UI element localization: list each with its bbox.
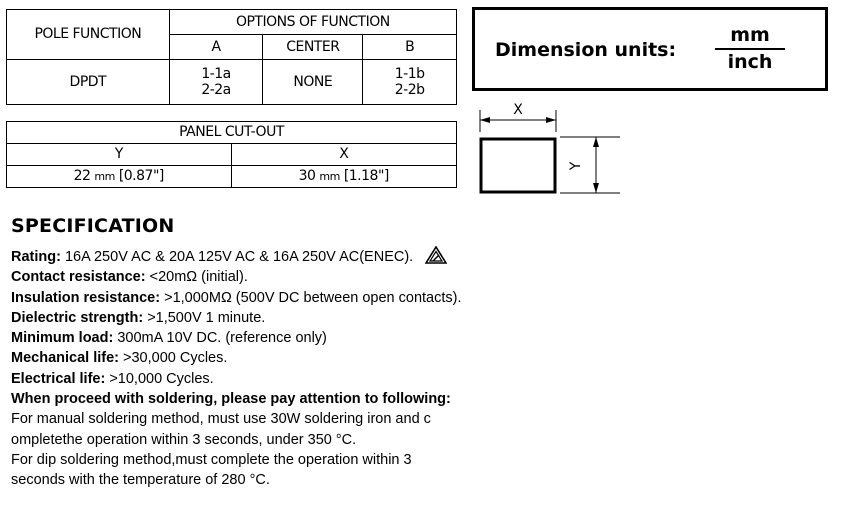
option-b-header: B [362, 34, 457, 60]
option-center-value: NONE [262, 59, 364, 105]
spec-soldering-heading-text: When proceed with soldering, please pay … [11, 391, 451, 408]
option-center-header: CENTER [262, 34, 364, 60]
cutout-x-inch: [1.18"] [343, 168, 390, 185]
fraction-line [715, 48, 785, 50]
panel-cutout-drawing: X Y [479, 102, 620, 194]
spec-rating-label: Rating: [11, 249, 61, 265]
y-arrow-top-icon [593, 137, 599, 147]
spec-dip-line-1: For dip soldering method,must complete t… [11, 451, 412, 468]
spec-mechanical-value: >30,000 Cycles. [123, 350, 228, 367]
x-arrow-left-icon [480, 117, 490, 123]
cutout-y-number: 22 [73, 168, 91, 185]
enec-warning-icon [425, 246, 448, 264]
spec-contact-resistance: Contact resistance: <20mΩ (initial). [11, 267, 836, 287]
cutout-x-header: X [230, 143, 457, 166]
spec-insulation-label: Insulation resistance: [11, 289, 161, 306]
option-a-header: A [168, 34, 264, 60]
option-a-line-1: 1-1a [201, 65, 231, 82]
spec-dielectric-strength: Dielectric strength: >1,500V 1 minute. [11, 308, 836, 328]
spec-insulation-resistance: Insulation resistance: >1,000MΩ (500V DC… [11, 288, 836, 308]
options-header: OPTIONS OF FUNCTION [168, 9, 458, 35]
dimension-units-label: Dimension units: [495, 39, 677, 61]
spec-electrical-value: >10,000 Cycles. [109, 370, 214, 387]
cutout-x-unit: mm [319, 170, 340, 184]
spec-dip-line-2: seconds with the temperature of 280 °C. [11, 472, 270, 489]
spec-dielectric-label: Dielectric strength: [11, 309, 144, 326]
spec-mechanical-label: Mechanical life: [11, 350, 119, 367]
pole-function-table: POLE FUNCTION OPTIONS OF FUNCTION A CENT… [6, 9, 458, 105]
spec-rating-value: 16A 250V AC & 20A 125V AC & 16A 250V AC(… [64, 249, 414, 265]
cutout-rectangle [479, 137, 557, 194]
cutout-y-unit: mm [94, 170, 115, 184]
cutout-y-value: 22 mm [0.87"] [6, 165, 232, 188]
dimension-units-denominator: inch [727, 51, 773, 73]
spec-dielectric-value: >1,500V 1 minute. [147, 309, 266, 326]
spec-manual-line-2: ompletethe operation within 3 seconds, u… [11, 431, 357, 448]
pole-function-value: DPDT [6, 59, 170, 105]
spec-electrical-label: Electrical life: [11, 370, 106, 387]
x-dimension-label: X [513, 102, 523, 118]
dimension-units-box: Dimension units: mm inch [472, 7, 828, 91]
specification-title: SPECIFICATION [11, 215, 175, 237]
spec-minload-value: 300mA 10V DC. (reference only) [117, 330, 327, 347]
spec-electrical-life: Electrical life: >10,000 Cycles. [11, 369, 836, 389]
spec-mechanical-life: Mechanical life: >30,000 Cycles. [11, 348, 836, 368]
cutout-x-value: 30 mm [1.18"] [230, 165, 457, 188]
spec-minimum-load: Minimum load: 300mA 10V DC. (reference o… [11, 328, 836, 348]
cutout-x-number: 30 [298, 168, 316, 185]
dimension-units-fraction: mm inch [715, 24, 785, 73]
y-arrow-bottom-icon [593, 183, 599, 193]
y-dimension-label: Y [568, 161, 584, 171]
spec-insulation-value: >1,000MΩ (500V DC between open contacts)… [164, 289, 462, 306]
option-a-value: 1-1a 2-2a [168, 59, 264, 105]
dimension-units-numerator: mm [730, 24, 770, 46]
spec-manual-line-1: For manual soldering method, must use 30… [11, 411, 431, 428]
option-b-line-1: 1-1b [394, 65, 425, 82]
cutout-y-inch: [0.87"] [118, 168, 165, 185]
spec-minload-label: Minimum load: [11, 330, 114, 347]
specification-list: Rating: 16A 250V AC & 20A 125V AC & 16A … [11, 246, 836, 491]
panel-cutout-table: PANEL CUT-OUT Y X 22 mm [0.87"] 30 mm [1… [6, 121, 457, 188]
option-a-line-2: 2-2a [201, 82, 231, 98]
cutout-y-header: Y [6, 143, 232, 166]
option-b-line-2: 2-2b [394, 82, 425, 98]
option-b-value: 1-1b 2-2b [362, 59, 457, 105]
spec-soldering-heading: When proceed with soldering, please pay … [11, 389, 836, 409]
spec-contact-label: Contact resistance: [11, 269, 146, 286]
spec-contact-value: <20mΩ (initial). [149, 269, 248, 286]
panel-cutout-title: PANEL CUT-OUT [6, 121, 457, 144]
spec-rating: Rating: 16A 250V AC & 20A 125V AC & 16A … [11, 246, 836, 267]
x-arrow-right-icon [546, 117, 556, 123]
pole-function-header: POLE FUNCTION [6, 9, 170, 60]
